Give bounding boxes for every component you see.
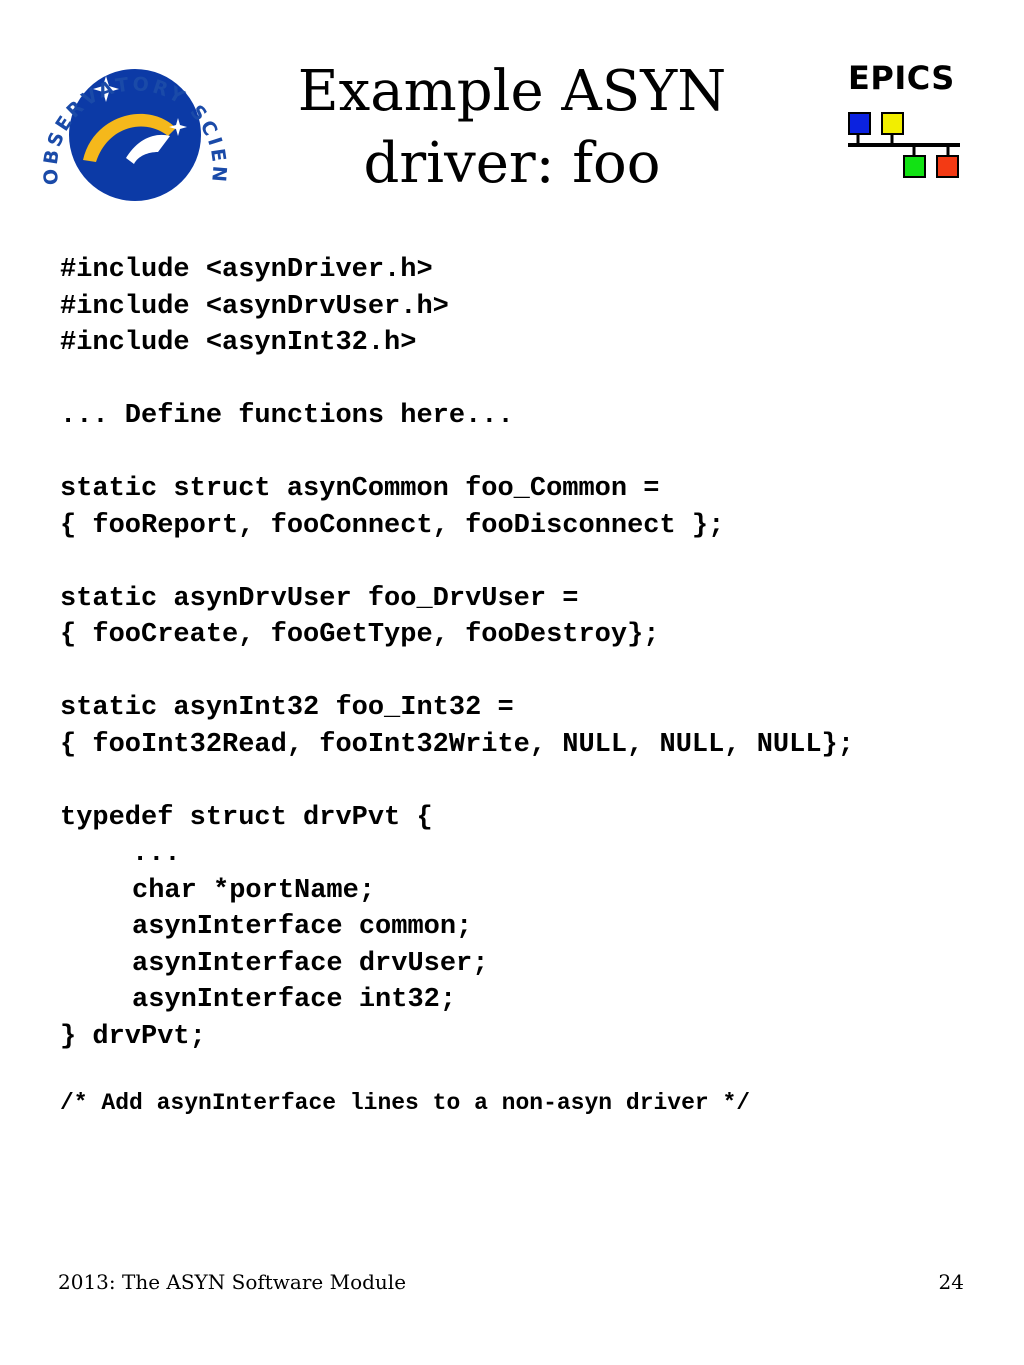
code-line: ...	[132, 839, 181, 869]
code-line	[60, 654, 854, 691]
page-number: 24	[938, 1270, 964, 1294]
footer-text: 2013: The ASYN Software Module	[58, 1270, 407, 1294]
code-line: ... Define functions here...	[60, 401, 514, 431]
code-line: asynInterface int32;	[132, 985, 457, 1015]
observatory-sciences-logo: OBSERVATORY SCIENCES	[30, 23, 228, 210]
code-block: #include <asynDriver.h> #include <asynDrv…	[60, 252, 854, 1055]
code-line	[60, 362, 854, 399]
code-line: asynInterface common;	[132, 912, 473, 942]
code-line: { fooReport, fooConnect, fooDisconnect }…	[60, 510, 725, 541]
epics-network-icon	[848, 112, 960, 178]
code-line: static struct asynCommon foo_Common =	[60, 474, 660, 504]
slide-title: Example ASYN driver: foo	[262, 56, 762, 200]
code-line: static asynInt32 foo_Int32 =	[60, 693, 514, 723]
code-line	[60, 544, 854, 581]
code-line: #include <asynDrvUser.h>	[60, 291, 449, 322]
code-line: static asynDrvUser foo_DrvUser =	[60, 583, 579, 614]
code-line: { fooCreate, fooGetType, fooDestroy};	[60, 620, 660, 650]
code-line: asynInterface drvUser;	[132, 948, 489, 979]
slide-title-line-2: driver: foo	[363, 131, 661, 196]
code-line	[60, 763, 854, 800]
code-line: typedef struct drvPvt {	[60, 802, 433, 833]
code-line	[60, 435, 854, 472]
code-line: } drvPvt;	[60, 1021, 206, 1052]
code-comment: /* Add asynInterface lines to a non-asyn…	[60, 1090, 751, 1116]
epics-logo: EPICS	[840, 62, 970, 187]
code-line: #include <asynInt32.h>	[60, 328, 417, 358]
slide-title-line-1: Example ASYN	[297, 59, 727, 124]
epics-label: EPICS	[848, 59, 955, 97]
code-line: { fooInt32Read, fooInt32Write, NULL, NUL…	[60, 729, 854, 760]
code-line: char *portName;	[132, 875, 376, 906]
observatory-sciences-logo-icon: OBSERVATORY SCIENCES	[30, 23, 227, 201]
code-line: #include <asynDriver.h>	[60, 255, 433, 285]
